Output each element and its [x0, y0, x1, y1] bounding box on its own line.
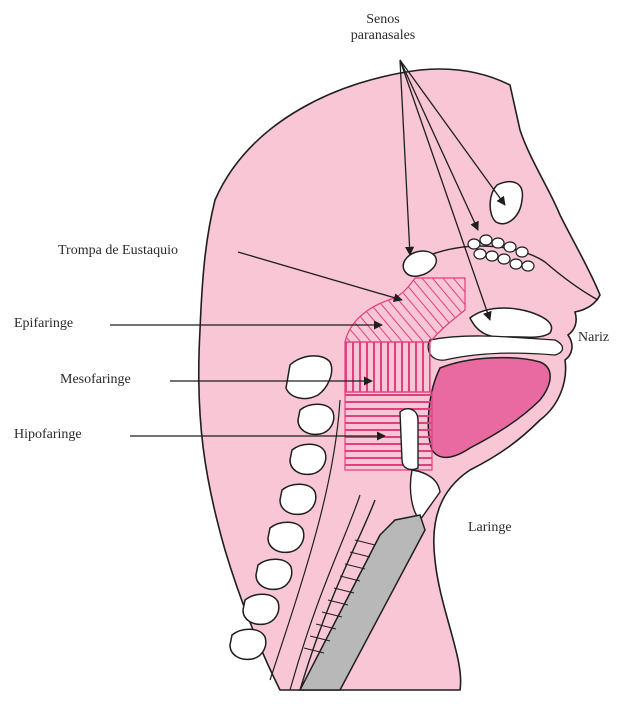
epiglottis [400, 409, 418, 470]
label-hipofaringe: Hipofaringe [14, 427, 82, 443]
label-senos-line2: paranasales [338, 28, 428, 44]
label-trompa-eustaquio: Trompa de Eustaquio [58, 243, 178, 259]
mesofaringe-region [345, 342, 430, 392]
label-laringe: Laringe [468, 520, 512, 536]
hipofaringe-region [345, 392, 432, 470]
label-epifaringe: Epifaringe [14, 316, 73, 332]
label-senos-line1: Senos [338, 12, 428, 28]
label-nariz: Nariz [578, 330, 609, 346]
label-senos-paranasales: Senos paranasales [338, 12, 428, 44]
label-mesofaringe: Mesofaringe [60, 372, 131, 388]
